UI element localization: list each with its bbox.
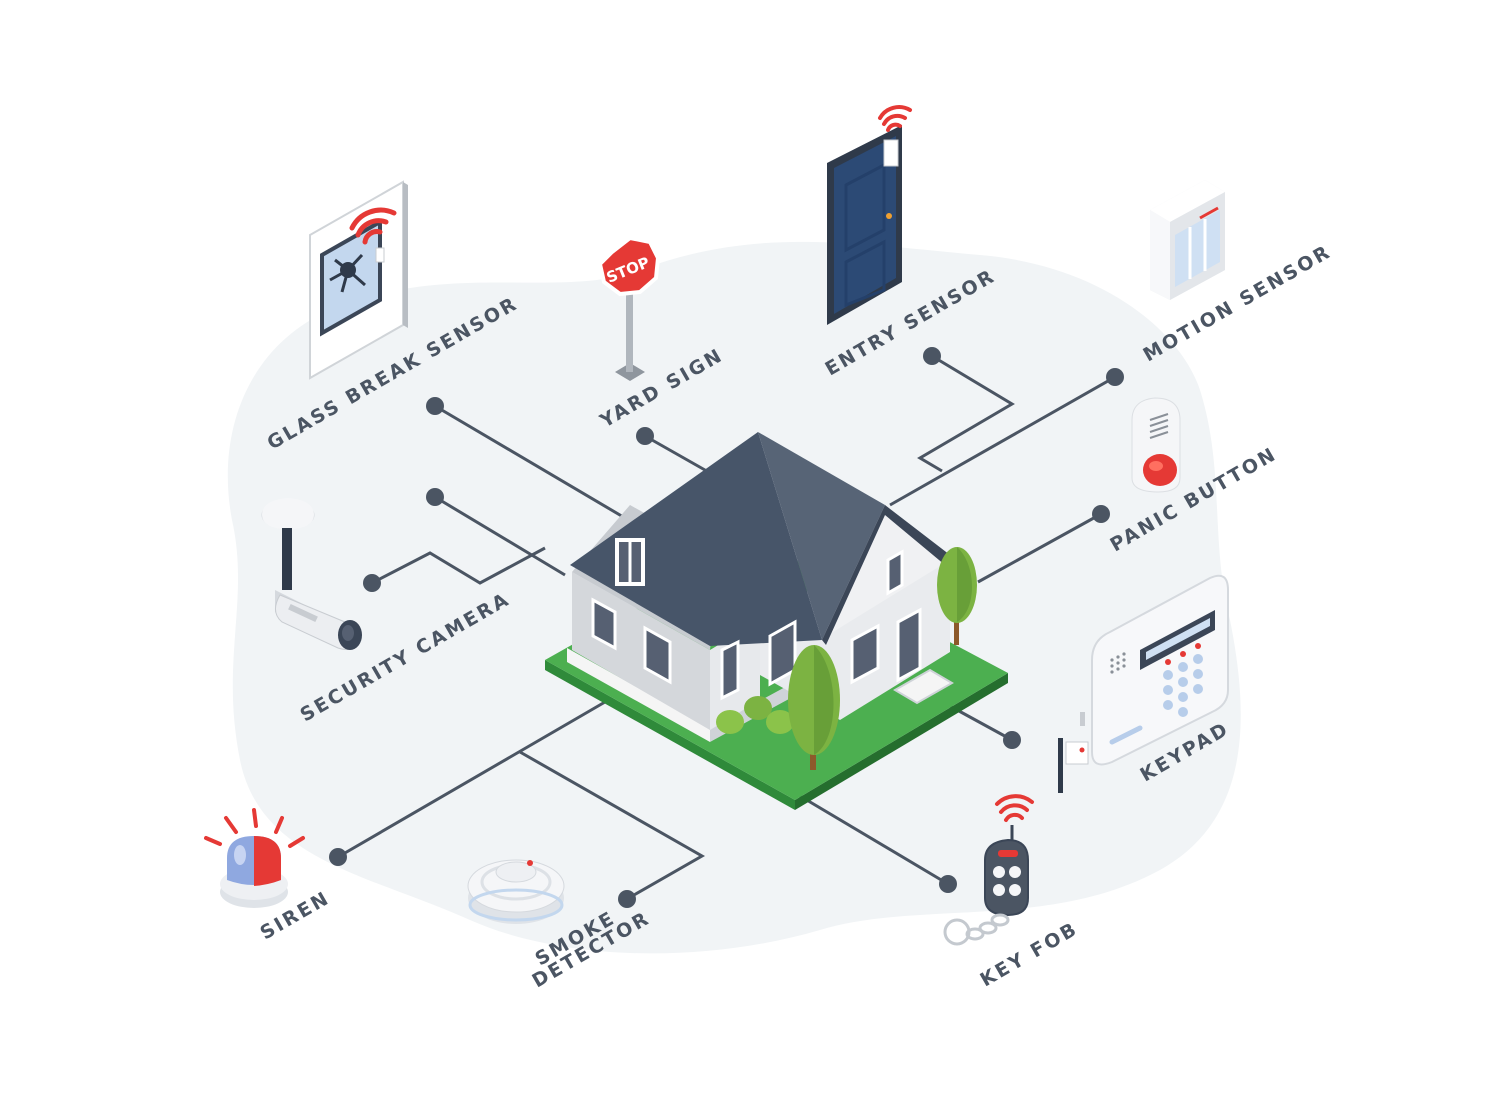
roof-left xyxy=(570,432,822,646)
window xyxy=(886,549,904,596)
window xyxy=(850,623,880,685)
window xyxy=(720,639,740,701)
wifi-icon xyxy=(878,105,912,132)
window xyxy=(643,625,672,685)
endpoint-panic-button xyxy=(1092,505,1110,523)
connector-entry-sensor xyxy=(917,354,1015,473)
tree-trunk xyxy=(954,610,959,645)
door-sensor xyxy=(883,139,899,167)
lawn-side-right xyxy=(795,673,1008,810)
status-led xyxy=(527,860,533,866)
door-contact-sensor xyxy=(1058,738,1063,793)
endpoint-security-camera-b xyxy=(363,574,381,592)
connector-yard-sign xyxy=(644,434,713,476)
label-key-fob: KEY FOB xyxy=(977,918,1083,992)
connector-endpoints xyxy=(329,347,1124,908)
connector-lines xyxy=(337,354,1116,901)
endpoint-security-camera-a xyxy=(426,488,444,506)
motion-lens xyxy=(1175,210,1220,287)
shrub xyxy=(716,710,744,734)
connector-security-camera-b xyxy=(371,546,546,585)
shrub xyxy=(744,696,772,720)
endpoint-smoke-detector xyxy=(618,890,636,908)
motion-sensor: MOTION SENSOR xyxy=(1140,180,1335,366)
shrub xyxy=(766,710,794,734)
key-chain xyxy=(943,913,1010,946)
wifi-icon xyxy=(995,794,1034,822)
house xyxy=(545,432,1008,810)
crack xyxy=(329,253,366,293)
window xyxy=(591,597,617,651)
endpoint-entry-sensor xyxy=(923,347,941,365)
roof-gable-right xyxy=(822,505,950,645)
connector-panic-button xyxy=(977,512,1102,584)
front-steps xyxy=(893,668,954,705)
foundation-left xyxy=(567,648,710,742)
roof-right xyxy=(758,432,885,640)
endpoint-yard-sign xyxy=(636,427,654,445)
stop-sign xyxy=(597,235,661,297)
connector-security-camera-a xyxy=(434,495,566,577)
status-led xyxy=(1199,206,1219,220)
endpoint-glass-break xyxy=(426,397,444,415)
connector-smoke-detector xyxy=(519,750,706,901)
connector-siren xyxy=(337,700,606,859)
connector-key-fob xyxy=(799,794,949,886)
endpoint-key-fob xyxy=(939,875,957,893)
wifi-icon xyxy=(349,207,397,245)
connector-motion-sensor xyxy=(889,375,1116,507)
endpoint-keypad xyxy=(1003,731,1021,749)
door-knob xyxy=(886,213,892,219)
front-door xyxy=(896,607,922,683)
alarm-rays xyxy=(204,808,305,848)
endpoint-motion-sensor xyxy=(1106,368,1124,386)
endpoint-siren xyxy=(329,848,347,866)
connector-glass-break xyxy=(434,404,626,520)
lawn-side-left xyxy=(545,660,795,810)
